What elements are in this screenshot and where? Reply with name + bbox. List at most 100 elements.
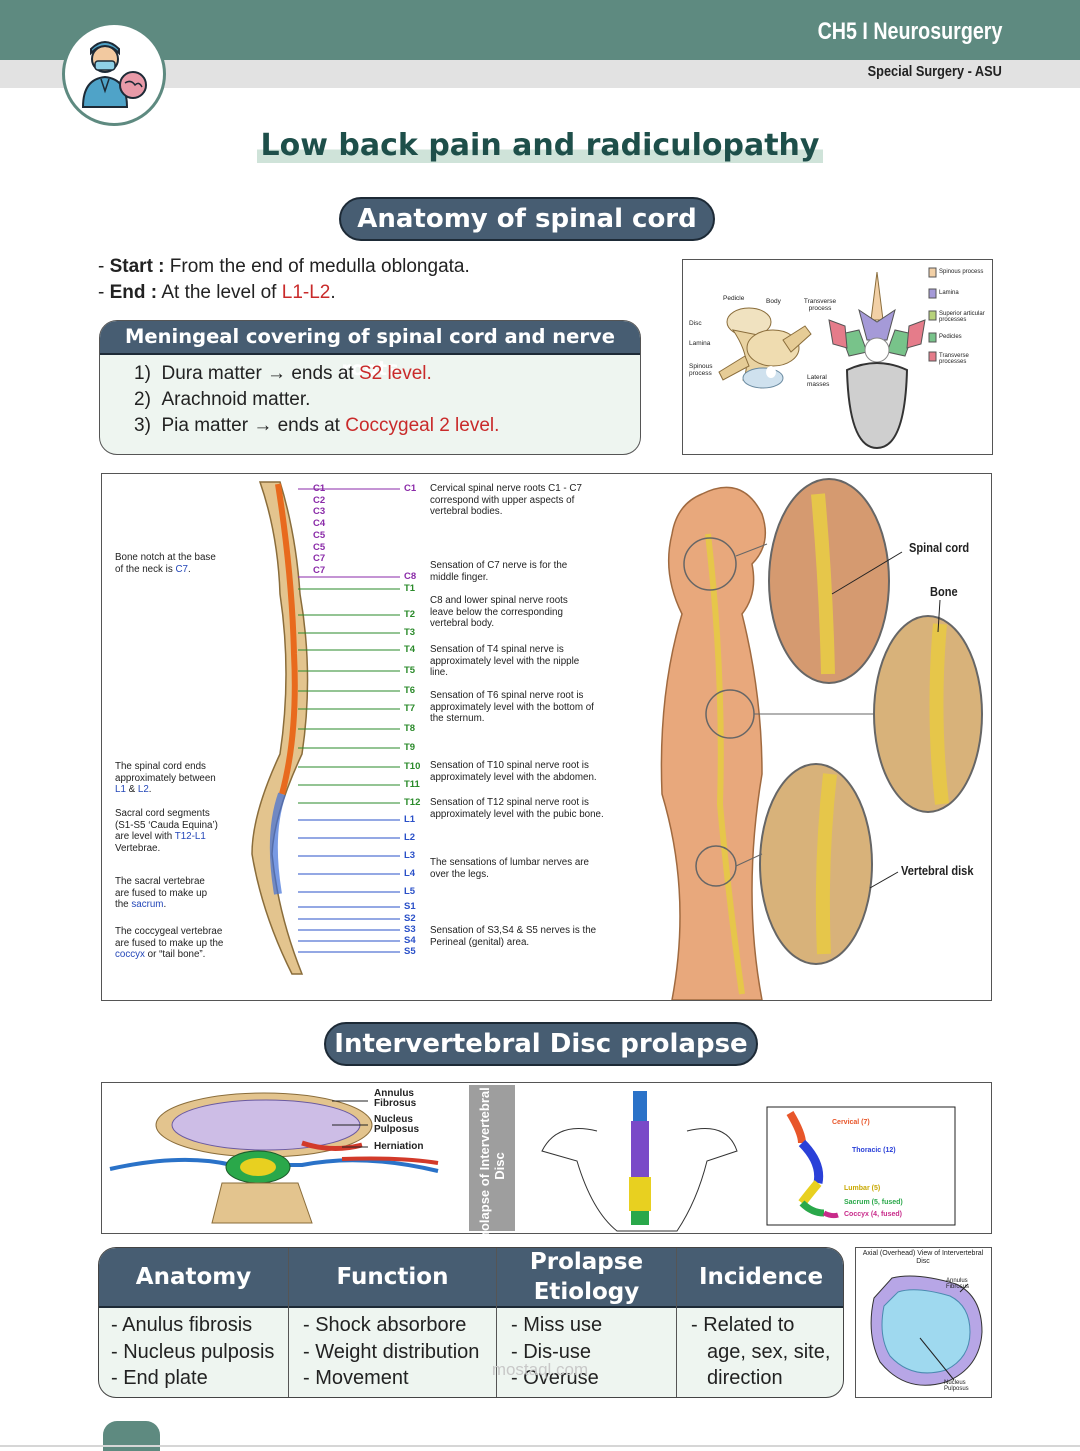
cervical-level-label: C3: [313, 506, 326, 518]
intro-start-line: - Start : From the end of medulla oblong…: [98, 256, 470, 277]
meningeal-box: Meningeal covering of spinal cord and ne…: [99, 320, 641, 455]
note-sacrum: The sacral vertebrae are fused to make u…: [115, 876, 208, 911]
cervical-level-label: C4: [313, 518, 326, 530]
nerve-level-label: T6: [404, 685, 416, 696]
note-right: The sensations of lumbar nerves are over…: [430, 857, 590, 880]
nerve-level-label: T10: [404, 761, 421, 772]
banner-prolapse: Prolapse of Intervertebral Disc: [477, 1087, 507, 1245]
legend-item: Pedicles: [939, 334, 962, 340]
watermark: mostaql.com: [491, 1360, 589, 1379]
nerve-level-label: T9: [404, 742, 416, 753]
disc-summary-table: Anatomy Function Prolapse Etiology Incid…: [98, 1247, 844, 1398]
nerve-level-label: C1: [404, 483, 417, 494]
note-coccyx: The coccygeal vertebrae are fused to mak…: [115, 926, 224, 961]
label-lateral: Lateral masses: [807, 374, 830, 388]
course-subtitle: Special Surgery - ASU: [867, 63, 1002, 80]
region-cervical: Cervical (7): [832, 1119, 870, 1126]
note-right: Sensation of T12 spinal nerve root is ap…: [430, 797, 604, 820]
meningeal-item: 3) Pia matter → ends at Coccygeal 2 leve…: [134, 415, 500, 436]
note-cauda-equina: Sacral cord segments (S1-S5 ‘Cauda Equin…: [115, 808, 218, 854]
table-header-anatomy: Anatomy: [99, 1248, 288, 1308]
nerve-level-label: S3: [404, 924, 416, 935]
label-annulus: Annulus Fibrosus: [374, 1088, 417, 1109]
note-right: Sensation of S3,S4 & S5 nerves is the Pe…: [430, 925, 597, 948]
table-cell-anatomy: - Anulus fibrosis- Nucleus pulposis- End…: [111, 1314, 275, 1389]
note-right: Sensation of T4 spinal nerve is approxim…: [430, 644, 580, 679]
nerve-level-label: S5: [404, 946, 416, 957]
label-herniation: Herniation: [374, 1141, 424, 1152]
cervical-level-label: C7: [313, 553, 326, 565]
label-pedicle: Pedicle: [723, 295, 745, 302]
label-disc: Disc: [689, 320, 702, 327]
note-right: Sensation of T10 spinal nerve root is ap…: [430, 760, 597, 783]
note-right: C8 and lower spinal nerve roots leave be…: [430, 595, 568, 630]
region-thoracic: Thoracic (12): [852, 1147, 896, 1154]
label-transverse: Transverse process: [803, 298, 837, 312]
label-lamina: Lamina: [689, 340, 711, 347]
table-divider: [496, 1248, 497, 1397]
cervical-level-label: C5: [313, 529, 326, 541]
note-cord-end: The spinal cord ends approximately betwe…: [115, 761, 216, 796]
legend-item: Lamina: [939, 290, 959, 296]
meningeal-heading: Meningeal covering of spinal cord and ne…: [100, 321, 640, 380]
table-header-function: Function: [289, 1248, 496, 1308]
nerve-level-label: C8: [404, 571, 417, 582]
section-heading-anatomy: Anatomy of spinal cord: [339, 197, 715, 241]
footer-line: [0, 1445, 1080, 1447]
legend-item: Spinous process: [939, 269, 984, 275]
header-band: [0, 0, 1080, 60]
meningeal-item: 1) Dura matter → ends at S2 level.: [134, 363, 432, 384]
nerve-level-label: S4: [404, 935, 416, 946]
region-lumbar: Lumbar (5): [844, 1185, 881, 1192]
spinal-nerve-levels-figure: Bone notch at the base of the neck is C7…: [101, 473, 992, 1001]
nerve-level-label: T2: [404, 609, 416, 620]
axial-annulus-label: Annulus Fibrosus: [946, 1278, 970, 1290]
nerve-level-label: T1: [404, 583, 416, 594]
nerve-level-label: L5: [404, 886, 416, 897]
callout-bone: Bone: [930, 584, 958, 599]
cervical-level-label: C5: [313, 541, 326, 553]
intro-end-line: - End : At the level of L1-L2.: [98, 282, 336, 303]
vertebra-anatomy-figure: Pedicle Body Transverse process Disc Lam…: [682, 259, 993, 455]
nerve-level-label: S2: [404, 913, 416, 924]
nerve-level-label: L4: [404, 868, 416, 879]
region-coccyx: Coccyx (4, fused): [844, 1211, 902, 1218]
nerve-level-label: T12: [404, 797, 421, 808]
axial-disc-figure: Axial (Overhead) View of Intervertebral …: [855, 1247, 992, 1398]
nerve-level-label: L3: [404, 850, 416, 861]
note-right: Cervical spinal nerve roots C1 - C7 corr…: [430, 483, 582, 518]
header-subband: [0, 60, 1080, 88]
label-nucleus: Nucleus Pulposus: [374, 1114, 420, 1135]
nerve-level-label: T8: [404, 723, 416, 734]
nerve-level-label: L1: [404, 814, 416, 825]
section-heading-disc: Intervertebral Disc prolapse: [324, 1022, 758, 1066]
region-sacrum: Sacrum (5, fused): [844, 1199, 903, 1206]
meningeal-item: 2) Arachnoid matter.: [134, 389, 311, 410]
axial-title: Axial (Overhead) View of Intervertebral …: [862, 1250, 984, 1265]
callout-vertebral-disk: Vertebral disk: [901, 863, 974, 878]
legend-item: Transverse processes: [939, 353, 969, 365]
disc-prolapse-figure: Annulus Fibrosus Nucleus Pulposus Hernia…: [101, 1082, 992, 1245]
note-c7: Bone notch at the base of the neck is C7…: [115, 552, 216, 575]
cervical-level-label: C7: [313, 564, 326, 576]
table-header-etiology: Prolapse Etiology: [497, 1248, 676, 1308]
label-body: Body: [766, 298, 781, 305]
nerve-level-label: T5: [404, 665, 416, 676]
table-cell-function: - Shock absorbore- Weight distribution- …: [303, 1314, 480, 1389]
table-divider: [676, 1248, 677, 1397]
note-right: Sensation of T6 spinal nerve root is app…: [430, 690, 594, 725]
legend-item: Superior articular processes: [939, 311, 985, 323]
note-right: Sensation of C7 nerve is for the middle …: [430, 560, 568, 583]
surgeon-logo-icon: [62, 22, 166, 126]
cervical-level-label: C1: [313, 483, 326, 494]
callout-spinal-cord: Spinal cord: [909, 540, 970, 555]
nerve-level-label: T4: [404, 644, 416, 655]
nerve-level-label: T11: [404, 779, 420, 790]
label-spinous: Spinous process: [689, 363, 713, 377]
nerve-level-label: T3: [404, 627, 416, 638]
axial-nucleus-label: Nucleus Pulposus: [944, 1380, 969, 1392]
table-divider: [288, 1248, 289, 1397]
cervical-level-label: C2: [313, 494, 326, 506]
nerve-level-label: S1: [404, 901, 416, 912]
